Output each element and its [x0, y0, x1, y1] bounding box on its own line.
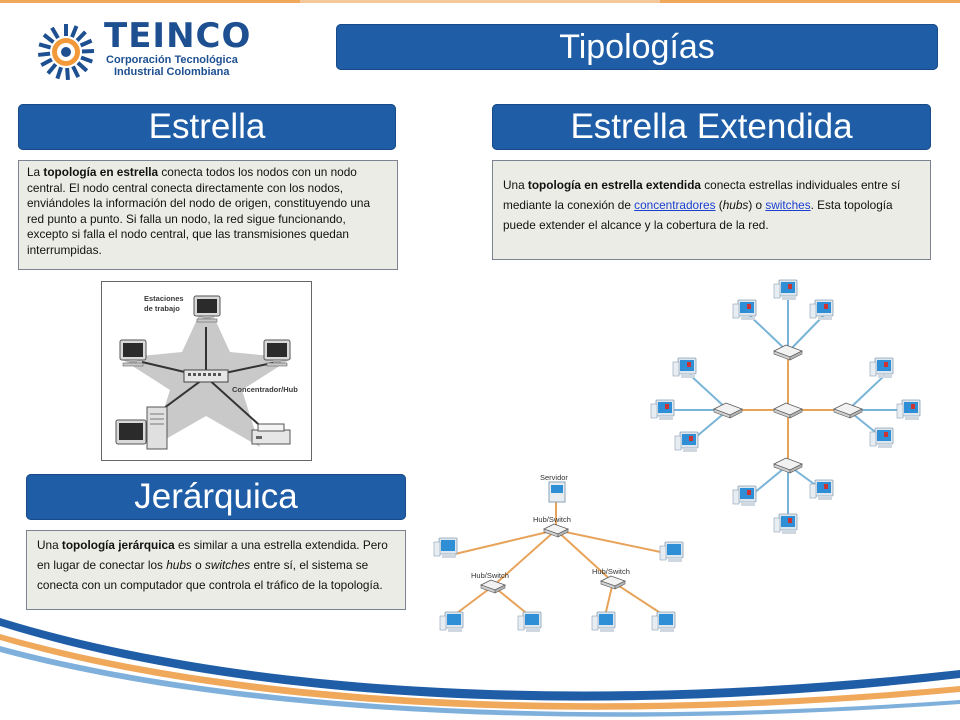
pc-n3 [809, 299, 834, 321]
estrella-text-2: conecta todos los nodos con un nodo cent… [27, 165, 371, 257]
pc-w2 [650, 399, 675, 421]
hub-east [833, 402, 863, 419]
estrella-heading: Estrella [148, 107, 266, 146]
extendida-text-2: conecta estrellas individuales entre sí … [503, 178, 901, 212]
logo-wordmark: TEINCO [104, 16, 252, 56]
hub-switch-left [480, 579, 506, 594]
jerarquica-switches: switches [204, 558, 251, 572]
pc-s1 [732, 485, 757, 507]
jerarquica-text-2: es similar a una estrella extendida. Per… [37, 538, 388, 572]
pc-h2 [659, 541, 684, 563]
jerarquica-text-3: o [191, 558, 205, 572]
hierarchical-diagram: Servidor Hub/Switch Hub/Switch Hub/Switc… [425, 466, 700, 646]
estrella-term: topología en estrella [43, 165, 159, 179]
jerarquica-heading: Jerárquica [134, 477, 298, 516]
page-title: Tipologías [559, 27, 715, 66]
bottom-swoosh-decoration [0, 618, 960, 717]
extendida-term: topología en estrella extendida [527, 178, 701, 192]
server-label: Servidor [540, 473, 568, 482]
extendida-text-4: ) o [748, 198, 766, 212]
jerarquica-text-1: Una [37, 538, 62, 552]
pc-w3 [674, 431, 699, 453]
extendida-heading: Estrella Extendida [570, 107, 853, 146]
top-accent-line [0, 0, 960, 3]
hierarchical-links [452, 501, 671, 617]
pc-w1 [672, 357, 697, 379]
hub-right-label: Hub/Switch [592, 567, 630, 576]
pc-e1 [869, 357, 894, 379]
hub-switch-top [543, 523, 569, 538]
jerarquica-heading-banner: Jerárquica [26, 474, 406, 520]
pc-s2 [773, 513, 798, 535]
extendida-text-3: ( [715, 198, 723, 212]
hub-south [773, 457, 803, 474]
star-topology-diagram: Estaciones de trabajo Concentrador/Hub [101, 281, 312, 461]
hub-north [773, 344, 803, 361]
hub-west [713, 402, 743, 419]
jerarquica-term: topología jerárquica [61, 538, 175, 552]
pc-e2 [896, 399, 921, 421]
hub-left-label: Hub/Switch [471, 571, 509, 580]
hub-top-label: Hub/Switch [533, 515, 571, 524]
pc-n1 [773, 279, 798, 301]
estrella-description: La topología en estrella conecta todos l… [18, 160, 398, 270]
logo-subtitle-line1: Corporación Tecnológica [106, 54, 238, 66]
extendida-hubs: hubs [722, 198, 749, 212]
estrella-heading-banner: Estrella [18, 104, 396, 150]
concentradores-link[interactable]: concentradores [634, 198, 716, 212]
teinco-logo: TEINCO Corporación Tecnológica Industria… [36, 16, 286, 80]
server-icon [548, 481, 566, 503]
logo-subtitle-line2: Industrial Colombiana [114, 66, 230, 78]
page-title-banner: Tipologías [336, 24, 938, 70]
hub-label: Concentrador/Hub [232, 385, 298, 394]
pc-h1 [433, 537, 458, 559]
extendida-text-1: Una [503, 178, 528, 192]
stations-label-line2: de trabajo [144, 304, 180, 313]
stations-label-line1: Estaciones [144, 294, 184, 303]
pc-n2 [732, 299, 757, 321]
extendida-text-5: . Esta topología puede extender el alcan… [503, 198, 893, 232]
hub-center [773, 402, 803, 419]
jerarquica-description: Una topología jerárquica es similar a un… [26, 530, 406, 610]
jerarquica-hubs: hubs [166, 558, 192, 572]
switches-link[interactable]: switches [765, 198, 811, 212]
extended-star-diagram [640, 270, 940, 546]
extendida-description: Una topología en estrella extendida cone… [492, 160, 931, 260]
hub-device [183, 369, 229, 383]
extendida-heading-banner: Estrella Extendida [492, 104, 931, 150]
estrella-text-1: La [27, 165, 44, 179]
logo-subtitle: Corporación Tecnológica Industrial Colom… [106, 54, 238, 78]
jerarquica-text-4: entre sí, el sistema se conecta con un c… [37, 558, 383, 592]
printer [251, 423, 291, 445]
teinco-sunburst-icon [37, 24, 95, 80]
server-tower [115, 406, 168, 450]
